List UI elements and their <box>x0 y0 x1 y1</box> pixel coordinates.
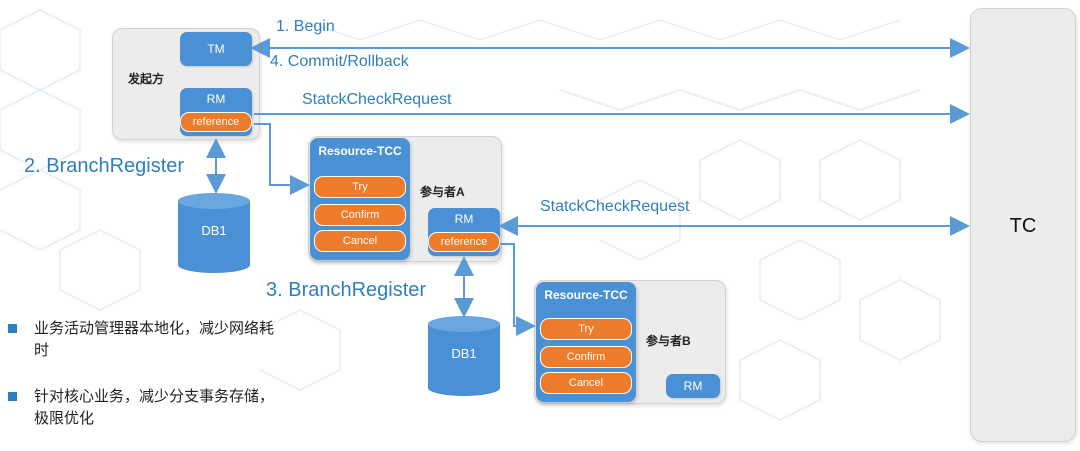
arrow-a-to-b <box>500 243 536 336</box>
participant-a-cancel-button: Cancel <box>314 230 406 252</box>
msg-branch-register-3: 3. BranchRegister <box>266 279 427 301</box>
tc-label: TC <box>1009 215 1037 237</box>
participant-b-try-button: Try <box>540 318 632 340</box>
initiator-rm-box: RM reference <box>180 88 252 136</box>
bullet-square-icon <box>8 324 17 333</box>
msg-statck-initiator: StatckCheckRequest <box>302 91 452 108</box>
bullet-text: 针对核心业务，减少分支事务存储，极限优化 <box>34 388 275 427</box>
participant-a-try-button: Try <box>314 176 406 198</box>
participant-b-tcc-title: Resource-TCC <box>544 288 628 302</box>
participant-a-rm-box: RM reference <box>428 208 500 256</box>
db1-participant-a: DB1 <box>428 316 500 396</box>
participant-a-tcc-box: Resource-TCC Try Confirm Cancel <box>310 138 410 260</box>
participant-b-tcc-box: Resource-TCC Try Confirm Cancel <box>536 282 636 402</box>
initiator-label: 发起方 <box>128 72 165 86</box>
tc-panel: TC <box>970 8 1076 442</box>
participant-a-label: 参与者A <box>420 185 465 199</box>
msg-statck-participant-a: StatckCheckRequest <box>540 198 690 215</box>
db1-initiator-label: DB1 <box>201 223 227 238</box>
arrow-initiator-to-a <box>254 123 310 195</box>
participant-b-cancel-button: Cancel <box>540 372 632 394</box>
db1-participant-a-label: DB1 <box>451 346 477 361</box>
initiator-reference-button: reference <box>180 112 252 132</box>
participant-b-label: 参与者B <box>646 334 691 348</box>
initiator-tm-box: TM <box>180 32 252 66</box>
db1-initiator: DB1 <box>178 193 250 273</box>
msg-commit-rollback: 4. Commit/Rollback <box>270 53 409 70</box>
database-icon <box>428 316 500 396</box>
participant-a-tcc-title: Resource-TCC <box>318 144 402 158</box>
database-icon <box>178 193 250 273</box>
msg-begin: 1. Begin <box>276 18 335 35</box>
participant-a-reference-button: reference <box>428 232 500 252</box>
participant-a-confirm-button: Confirm <box>314 204 406 226</box>
participant-b-confirm-button: Confirm <box>540 346 632 368</box>
participant-a-rm-label: RM <box>454 212 474 226</box>
initiator-rm-label: RM <box>206 92 226 106</box>
bullet-square-icon <box>8 392 17 401</box>
bullet-text: 业务活动管理器本地化，减少网络耗时 <box>34 320 275 359</box>
msg-branch-register-2: 2. BranchRegister <box>24 155 185 177</box>
participant-b-rm-box: RM <box>666 374 720 398</box>
